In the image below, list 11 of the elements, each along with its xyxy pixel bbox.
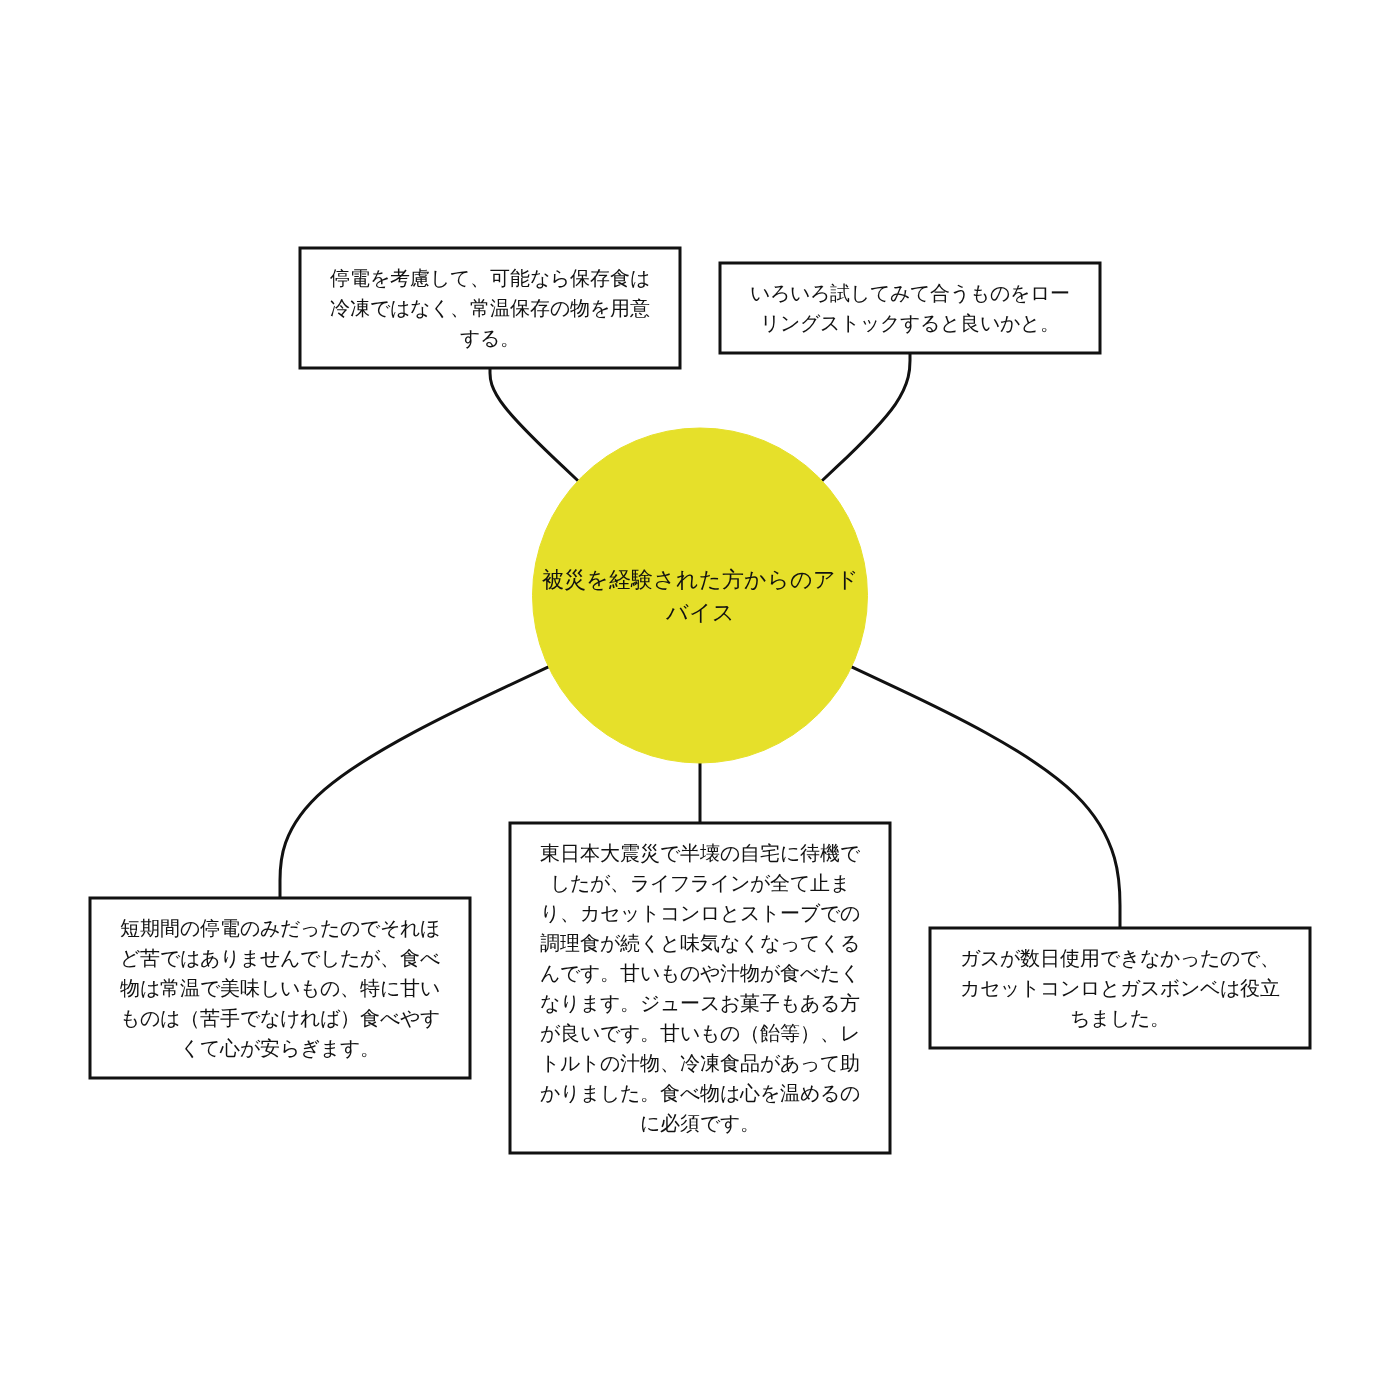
node-box: 短期間の停電のみだったのでそれほど苦ではありませんでしたが、食べ物は常温で美味しいもの、特に甘いものは（苦手でなければ）食べやすくて心が安らぎます。 (88, 896, 472, 1079)
node-box: 停電を考慮して、可能なら保存食は冷凍ではなく、常温保存の物を用意する。 (298, 246, 682, 369)
connector (278, 664, 550, 898)
node-box: ガスが数日使用できなかったので、カセットコンロとガスボンベは役立ちました。 (928, 926, 1312, 1049)
connector (488, 367, 579, 482)
connector (698, 762, 702, 823)
node-box: 東日本大震災で半壊の自宅に待機でしたが、ライフラインが全て止まり、カセットコンロとストーブでの調理食が続くと味気なくなってくるんです。甘いものや汁物が食べたくなります。ジュースお菓子もある方が良いです。甘いもの（飴等）、レトルトの汁物、冷凍食品があって助かりました。食べ物は心を温めるのに必須です。 (508, 821, 892, 1154)
connector (850, 664, 1122, 928)
connector (821, 352, 912, 482)
node-circle: 被災を経験された方からのアドバイス (532, 427, 868, 763)
node-box: いろいろ試してみて合うものをローリングストックすると良いかと。 (718, 261, 1102, 354)
